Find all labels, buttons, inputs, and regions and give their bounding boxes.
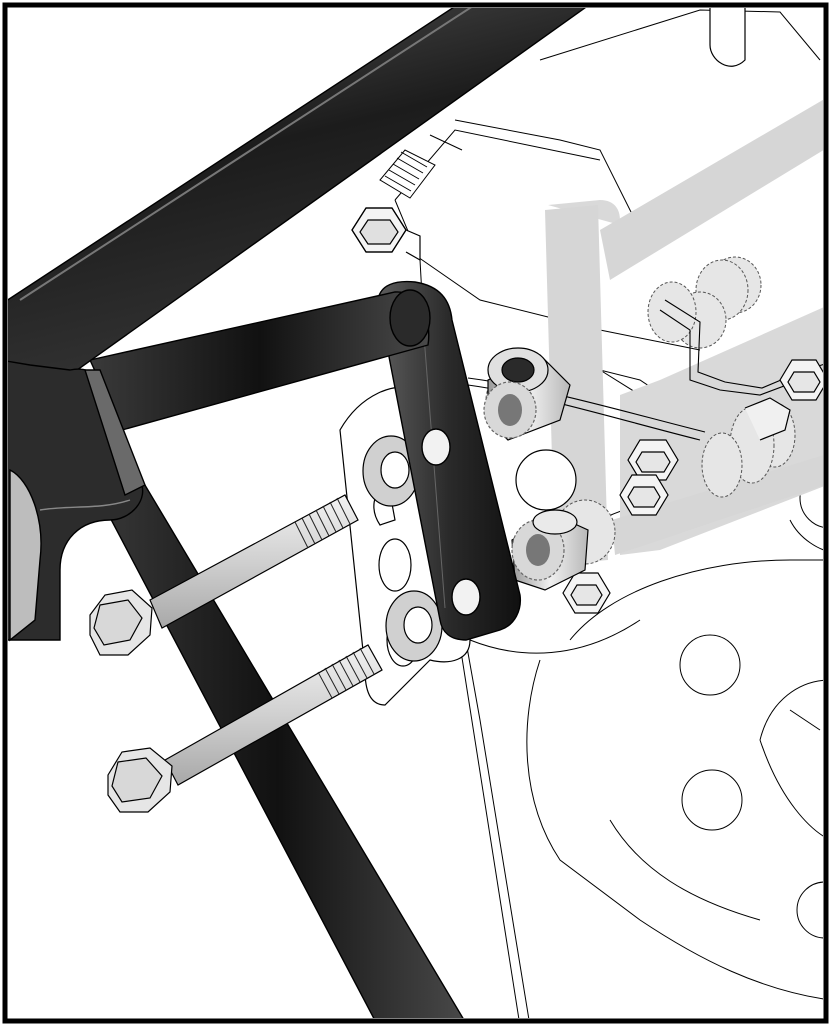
- hex-bolt-engine-3: [562, 572, 611, 614]
- hex-bolt-engine-4: [779, 359, 823, 401]
- bolt-thread-lower: [317, 647, 375, 699]
- bolt-thread-upper: [294, 497, 351, 549]
- hex-bolt-engine-1: [627, 439, 679, 481]
- spacer-lower: [511, 509, 589, 591]
- slot-cutout: [709, 8, 746, 67]
- hex-bolt-engine-2: [619, 474, 669, 516]
- spacer-upper: [483, 347, 571, 441]
- tube-clamp-block: [8, 360, 146, 642]
- long-bolt-upper: [89, 494, 359, 656]
- long-bolt-lower: [107, 644, 383, 813]
- flat-washer-upper: [362, 435, 420, 507]
- cross-tube: [89, 289, 431, 431]
- flat-washer-lower: [385, 590, 443, 662]
- hex-bolt-engine-5: [744, 397, 791, 441]
- frame-tube-upper: [8, 8, 586, 421]
- hose-clamp: [379, 134, 463, 199]
- hex-bolt-upper: [351, 207, 421, 262]
